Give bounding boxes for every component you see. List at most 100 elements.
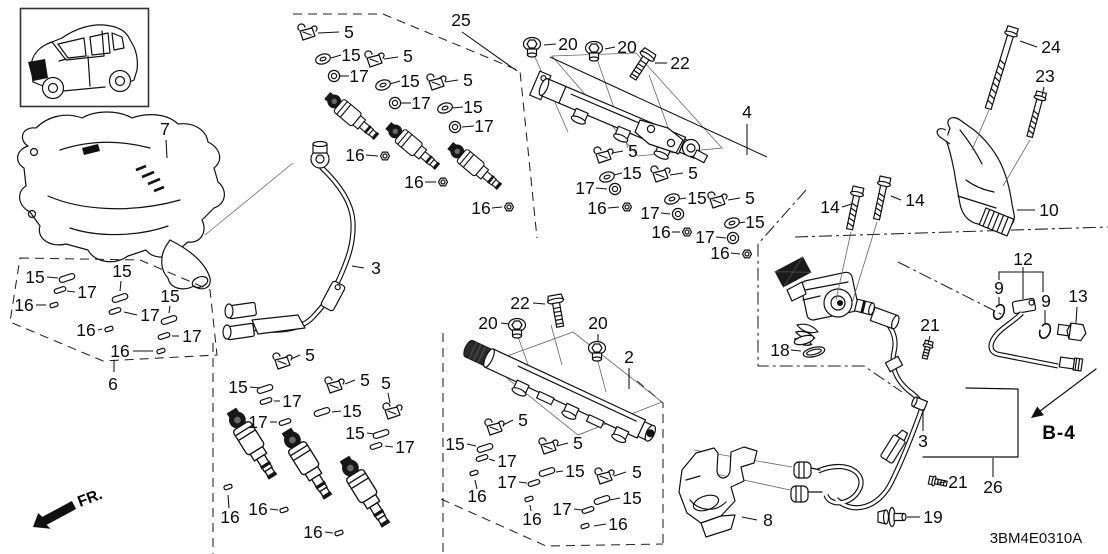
leader-line: [331, 410, 342, 413]
leader-line: [500, 322, 510, 325]
leader-line: [611, 150, 624, 154]
part-callout-10: 10: [1039, 200, 1059, 220]
rear-wheel-icon: [108, 69, 132, 93]
part-callout-15: 15: [400, 71, 419, 91]
part-callout-17: 17: [474, 116, 493, 136]
part-callout-16: 16: [14, 295, 33, 315]
part-callout-20: 20: [617, 37, 637, 57]
diagram-code: 3BM4E0310A: [990, 530, 1083, 547]
stud: [468, 469, 480, 477]
part-callout-5: 5: [632, 462, 642, 482]
seal-ring-9: [1038, 322, 1052, 340]
cover-part8: [678, 446, 793, 538]
nut: [503, 202, 515, 212]
part-callout-15: 15: [160, 286, 179, 306]
part-callout-14: 14: [905, 190, 925, 210]
seal-ring: [313, 51, 333, 67]
part-callout-17: 17: [248, 412, 267, 432]
injector-clip: [707, 191, 728, 209]
leader-line: [165, 139, 168, 159]
front-wheel-icon: [41, 76, 65, 100]
washer-pill: [369, 441, 383, 451]
leader-line: [97, 328, 103, 331]
leader-line: [613, 471, 627, 477]
injector-clip: [426, 73, 447, 91]
part-callout-15: 15: [565, 461, 584, 481]
long-bolt: [981, 24, 1020, 112]
leader-line: [678, 197, 687, 200]
injector-clip: [364, 50, 385, 68]
injector-clip: [382, 402, 403, 420]
high-pressure-fuel-pump: [774, 175, 935, 361]
part-callout-15: 15: [341, 45, 360, 65]
part-callout-16: 16: [471, 198, 490, 218]
leader-line: [613, 172, 623, 176]
part-callout-5: 5: [745, 188, 755, 208]
part-callout-8: 8: [763, 510, 773, 530]
seal-pill: [592, 494, 612, 506]
fuel-pipe-part12: [922, 297, 1097, 458]
part-callout-17: 17: [77, 282, 96, 302]
seal-pill: [110, 292, 130, 304]
leader-line: [549, 56, 768, 158]
engine-cover-part7: [17, 111, 225, 290]
part-callout-19: 19: [923, 507, 942, 527]
part-callout-17: 17: [349, 66, 368, 86]
leader-line: [384, 445, 394, 448]
part-callout-9: 9: [994, 278, 1004, 298]
nut: [621, 202, 633, 212]
leader-line: [593, 523, 607, 527]
part-callout-4: 4: [742, 102, 752, 122]
flange-bolt: [546, 293, 569, 329]
part-callout-17: 17: [182, 326, 201, 346]
stud: [48, 301, 60, 309]
leader-line: [351, 265, 365, 269]
leader-line: [227, 494, 230, 509]
part-callout-7: 7: [160, 119, 170, 139]
part-callout-3: 3: [918, 431, 928, 451]
part-callout-16: 16: [345, 145, 364, 165]
fuel-injector: [444, 138, 506, 194]
part-callout-17: 17: [575, 178, 594, 198]
fuel-feed-pipe-part3: [222, 140, 356, 341]
leader-line: [365, 154, 379, 157]
leader-line: [168, 305, 171, 314]
part-callout-16: 16: [587, 198, 606, 218]
part-callout-15: 15: [687, 188, 706, 208]
part-callout-15: 15: [745, 212, 764, 232]
part-callout-17: 17: [695, 227, 714, 247]
washer: [388, 96, 402, 110]
leader-line: [532, 302, 546, 305]
seal-ring: [722, 215, 742, 231]
seal-ring: [662, 191, 682, 207]
part-callout-15: 15: [112, 261, 131, 281]
part-callout-15: 15: [622, 488, 641, 508]
region-boundaries: [9, 13, 1108, 554]
fr-direction-indicator: FR.: [33, 486, 105, 529]
washer-pill: [581, 505, 595, 515]
part-callout-21: 21: [948, 472, 967, 492]
fuel-rail-upper-part4: [522, 36, 723, 164]
part-callout-16: 16: [522, 509, 541, 529]
clip-cascade-lower: [468, 418, 615, 530]
injector-clip: [538, 437, 559, 455]
washer-pill: [157, 331, 171, 341]
part-callout-5: 5: [305, 345, 315, 365]
seal-pill: [255, 383, 275, 395]
leader-line: [518, 481, 528, 484]
leader-line: [46, 276, 59, 279]
nut: [741, 249, 753, 259]
injector-clip: [484, 418, 505, 436]
stud: [103, 325, 115, 333]
fuel-rail-lower-part2: [463, 293, 663, 444]
rail-bolt: [587, 340, 607, 362]
leader-line: [890, 195, 902, 201]
part-callout-20: 20: [478, 313, 498, 333]
part-callout-9: 9: [1041, 291, 1051, 311]
leader-line: [1075, 306, 1078, 324]
part-callout-16: 16: [404, 172, 423, 192]
leader-line: [249, 386, 261, 389]
stud: [333, 529, 345, 537]
